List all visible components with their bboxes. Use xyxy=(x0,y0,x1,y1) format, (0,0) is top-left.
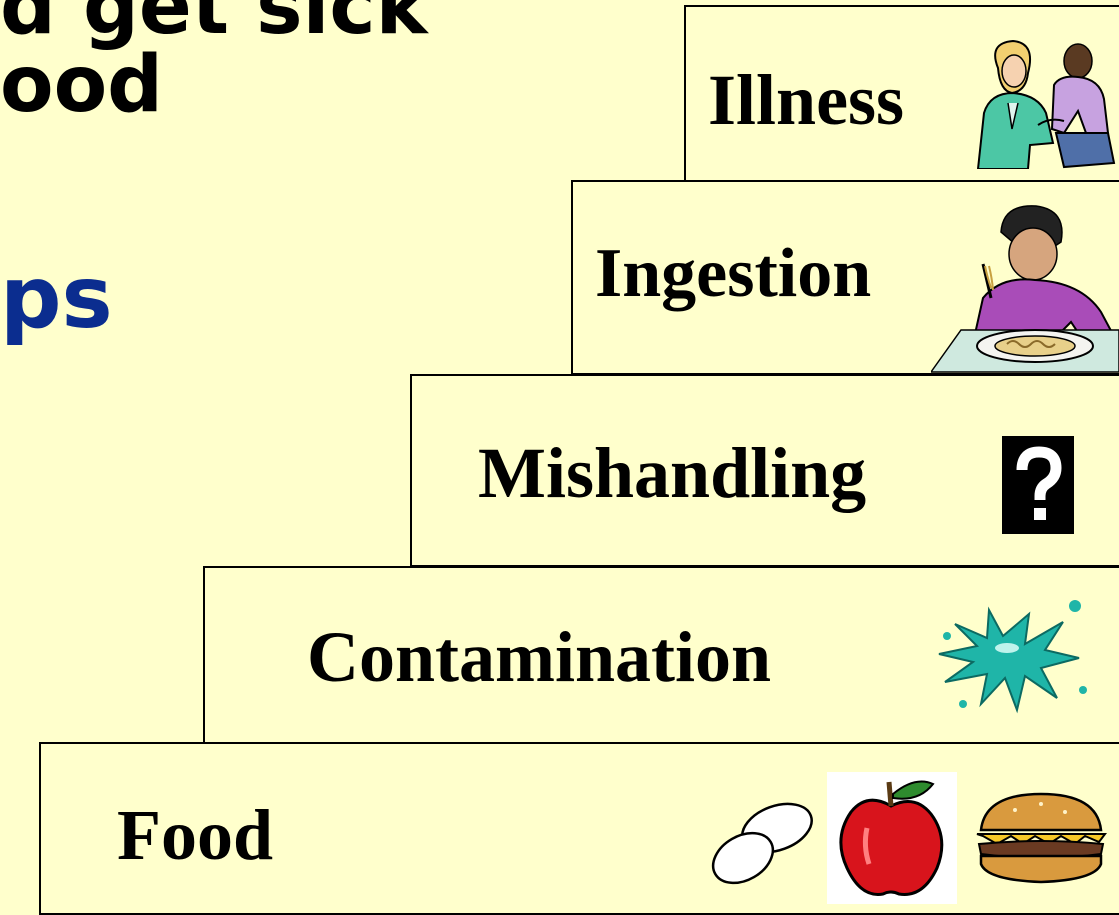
title-line-3: ps xyxy=(0,248,113,348)
step-ingestion: Ingestion xyxy=(571,180,1119,375)
hamburger-icon xyxy=(975,790,1107,890)
apple-icon xyxy=(827,772,957,904)
title-line-2: ood xyxy=(0,40,163,130)
child-eating-icon xyxy=(931,202,1119,374)
question-mark-icon xyxy=(1002,436,1074,534)
step-contamination: Contamination xyxy=(203,566,1119,744)
step-contamination-label: Contamination xyxy=(307,616,771,699)
doctor-child-icon xyxy=(968,33,1118,169)
step-mishandling: Mishandling xyxy=(410,374,1119,567)
splat-icon xyxy=(933,594,1089,716)
step-ingestion-label: Ingestion xyxy=(595,234,871,314)
step-food-label: Food xyxy=(117,794,273,877)
step-illness: Illness xyxy=(684,5,1119,190)
step-food: Food xyxy=(39,742,1119,915)
eggs-icon xyxy=(707,794,823,890)
step-mishandling-label: Mishandling xyxy=(478,432,866,515)
step-illness-label: Illness xyxy=(708,59,904,142)
